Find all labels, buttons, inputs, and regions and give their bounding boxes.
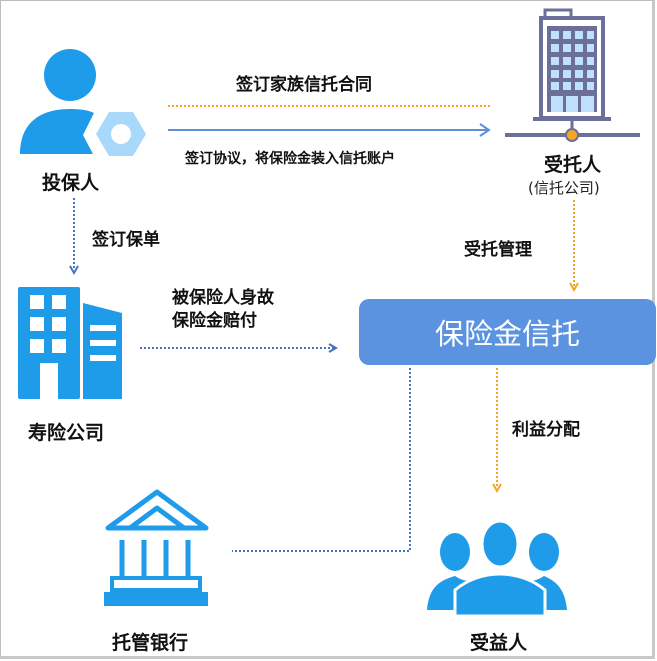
insurance-trust-node[interactable]: 保险金信托 [359,299,656,365]
beneficiary-label: 受益人 [470,632,528,654]
edge-label-family-trust-contract: 签订家族信托合同 [236,75,372,95]
bank-icon [104,489,209,606]
edge-label-trust-management: 受托管理 [464,240,532,260]
trustee-sublabel: (信托公司) [528,179,600,197]
edge-label-benefit-distribution: 利益分配 [512,420,580,440]
group-people-icon [427,519,567,618]
edge-label-sign-policy: 签订保单 [92,230,160,250]
company-building-icon [18,287,122,399]
edge-label-death-claim-line2: 保险金赔付 [172,311,257,331]
edge-label-agreement-transfer: 签订协议，将保险金装入信托账户 [185,151,395,167]
user-gear-icon [20,49,146,156]
office-tower-icon [505,8,640,142]
edge-label-death-claim-line1: 被保险人身故 [172,288,274,308]
insurer-label: 寿险公司 [28,422,105,444]
trustee-label: 受托人 [544,154,602,176]
insurance-trust-label: 保险金信托 [434,317,580,351]
policyholder-label: 投保人 [42,172,100,194]
custodian-bank-label: 托管银行 [112,632,189,654]
